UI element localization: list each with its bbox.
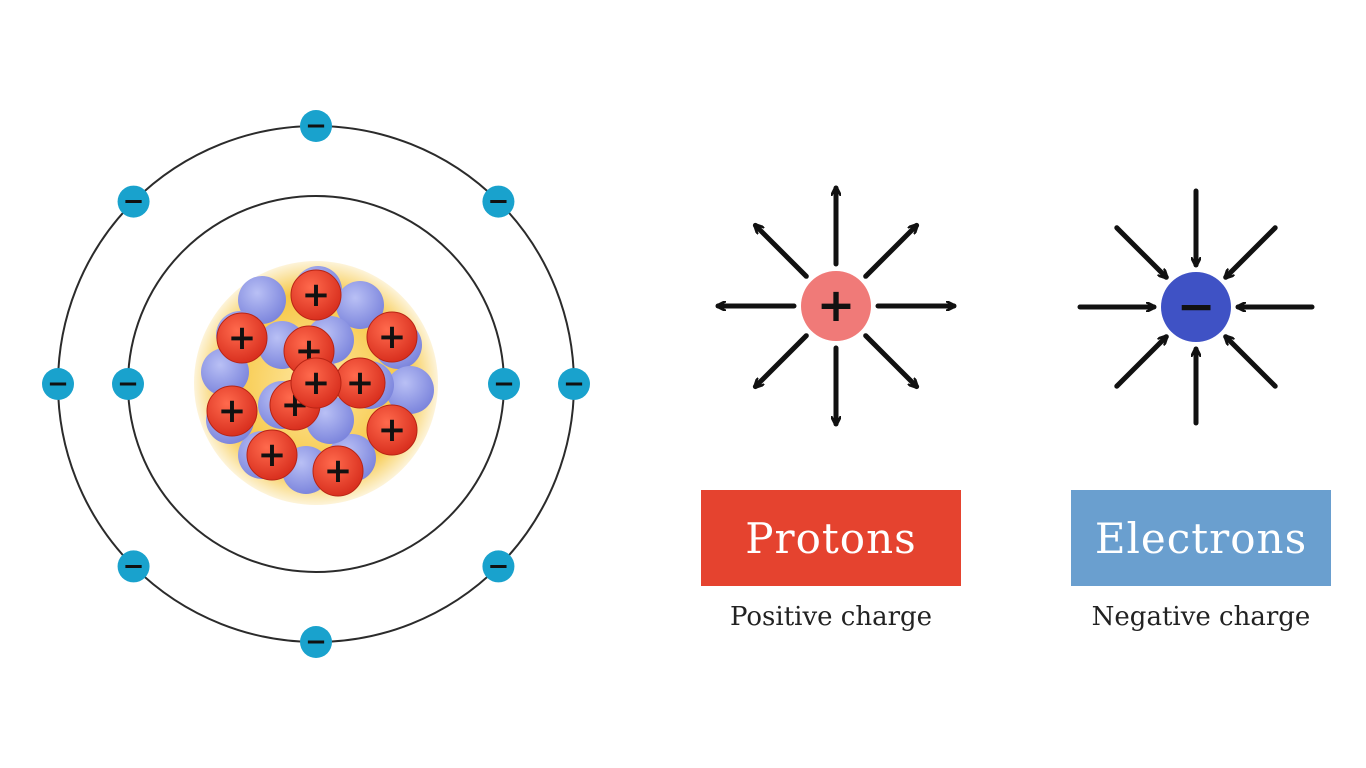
inward-arrow <box>1114 337 1166 389</box>
inward-arrow <box>1226 337 1278 389</box>
electron: − <box>112 368 144 400</box>
proton-symbol: + <box>258 435 287 475</box>
proton-symbol: + <box>302 363 331 403</box>
protons-caption: Positive charge <box>729 602 933 632</box>
electron-symbol: − <box>563 369 585 399</box>
proton: + <box>312 445 364 497</box>
electron-symbol: − <box>305 111 327 141</box>
proton-symbol: + <box>378 317 407 357</box>
proton-symbol: + <box>228 318 257 358</box>
proton-field: + <box>715 185 957 427</box>
electron-symbol: − <box>488 551 510 581</box>
proton: + <box>216 312 268 364</box>
proton: + <box>206 385 258 437</box>
protons-title: Protons <box>745 513 917 563</box>
electron-symbol: − <box>305 627 327 657</box>
atom-model: +++++++++++ − − − − − − − − − − <box>42 110 590 658</box>
proton-symbol: + <box>218 391 247 431</box>
electron-symbol: − <box>123 187 145 217</box>
electron-symbol: − <box>488 187 510 217</box>
proton-charge-circle <box>801 271 871 341</box>
electron: − <box>300 626 332 658</box>
electron: − <box>558 368 590 400</box>
proton: + <box>366 404 418 456</box>
electrons-caption: Negative charge <box>1091 602 1311 632</box>
electron: − <box>488 368 520 400</box>
electron: − <box>42 368 74 400</box>
electron-symbol: − <box>47 369 69 399</box>
electron-symbol: − <box>493 369 515 399</box>
proton-symbol: + <box>378 410 407 450</box>
proton: + <box>290 269 342 321</box>
proton: + <box>290 357 342 409</box>
proton-field-symbol: + <box>817 278 856 332</box>
electrons-label-box: Electrons <box>1071 490 1331 586</box>
electron-charge-circle <box>1161 272 1231 342</box>
electrons-title: Electrons <box>1094 513 1308 563</box>
electron: − <box>482 185 515 218</box>
electron-group: − − − − − − − − − − <box>42 110 590 658</box>
electron: − <box>117 185 150 218</box>
outward-arrow <box>755 225 809 279</box>
proton: + <box>366 311 418 363</box>
outward-arrow <box>755 333 809 387</box>
proton-symbol: + <box>324 451 353 491</box>
electron-field-symbol: − <box>1177 279 1216 333</box>
electron: − <box>482 550 515 583</box>
neutron <box>336 281 384 329</box>
inward-arrow <box>1226 225 1278 277</box>
inward-arrow <box>1114 225 1166 277</box>
outward-arrow <box>863 225 917 279</box>
proton-symbol: + <box>302 275 331 315</box>
proton-symbol: + <box>346 363 375 403</box>
proton-group: +++++++++++ <box>206 269 418 497</box>
neutron <box>386 366 434 414</box>
protons-label-box: Protons <box>701 490 961 586</box>
electron-symbol: − <box>123 551 145 581</box>
proton: + <box>246 429 298 481</box>
electron-symbol: − <box>117 369 139 399</box>
outward-arrow <box>863 333 917 387</box>
electron: − <box>117 550 150 583</box>
electron-field: − <box>1077 188 1315 426</box>
nucleus: +++++++++++ <box>194 261 438 505</box>
neutron <box>238 276 286 324</box>
electron: − <box>300 110 332 142</box>
